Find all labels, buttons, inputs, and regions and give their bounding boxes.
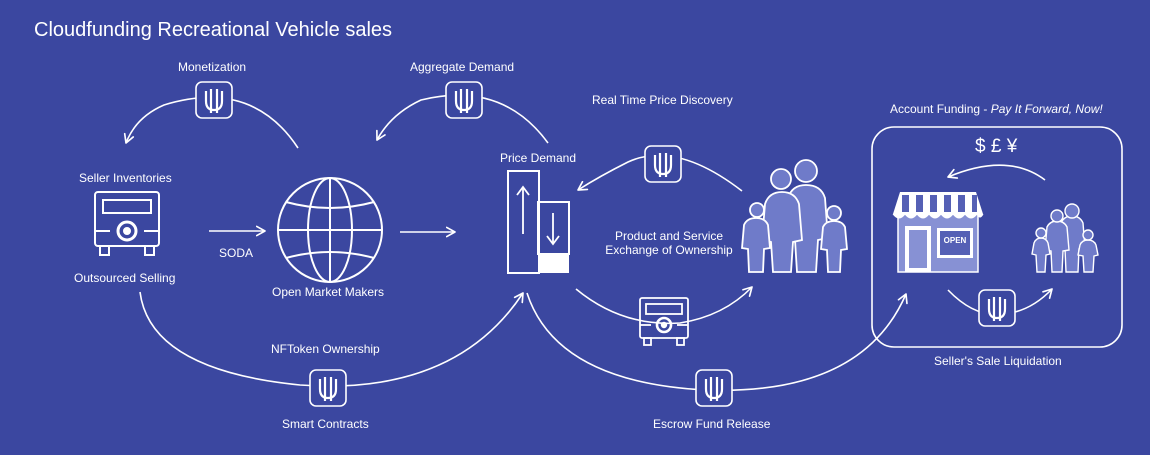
exchange-arrow bbox=[575, 286, 753, 325]
store-open-sign: OPEN bbox=[943, 236, 967, 245]
label-nftoken-ownership: NFToken Ownership bbox=[271, 342, 380, 356]
label-pay-it-forward: Pay It Forward, Now! bbox=[990, 102, 1103, 116]
label-product-service-line2: Exchange of Ownership bbox=[605, 243, 733, 257]
family-child-right bbox=[820, 205, 848, 273]
globe-icon bbox=[277, 177, 383, 283]
price-discovery-arrow bbox=[577, 154, 743, 192]
account-funding-panel bbox=[871, 126, 1123, 348]
label-account-funding-text: Account Funding - bbox=[890, 102, 988, 116]
escrow-token-icon bbox=[694, 368, 734, 408]
vehicle-icon bbox=[94, 191, 160, 256]
account-funding-arrow bbox=[947, 164, 1046, 181]
label-seller-inventories: Seller Inventories bbox=[79, 171, 172, 185]
liquidation-token-icon bbox=[977, 288, 1017, 328]
smart-contracts-arrow bbox=[139, 291, 524, 387]
family-icon bbox=[741, 159, 848, 273]
storefront-icon bbox=[892, 192, 984, 273]
smart-contracts-token-icon bbox=[308, 368, 348, 408]
small-family-icon bbox=[1031, 203, 1099, 273]
label-price-demand: Price Demand bbox=[500, 151, 577, 165]
family-child-left bbox=[741, 202, 771, 273]
exchange-vehicle-icon bbox=[639, 297, 689, 346]
monetization-arrow bbox=[123, 96, 299, 149]
label-escrow-fund-release: Escrow Fund Release bbox=[653, 417, 771, 431]
label-sellers-sale-liquidation: Seller's Sale Liquidation bbox=[934, 354, 1062, 368]
currency-symbols: $ £ ¥ bbox=[975, 136, 1018, 157]
label-soda: SODA bbox=[219, 246, 254, 260]
label-monetization: Monetization bbox=[178, 60, 247, 74]
label-product-service-line1: Product and Service bbox=[614, 229, 724, 243]
family-adult-left bbox=[761, 168, 803, 273]
aggregate-demand-token-icon bbox=[444, 80, 484, 120]
label-account-funding: Account Funding - Pay It Forward, Now! bbox=[890, 102, 1103, 116]
price-discovery-token-icon bbox=[643, 144, 683, 184]
label-outsourced-selling: Outsourced Selling bbox=[74, 271, 176, 285]
page-title: Cloudfunding Recreational Vehicle sales bbox=[34, 19, 393, 41]
label-real-time-price-discovery: Real Time Price Discovery bbox=[592, 93, 733, 107]
label-aggregate-demand: Aggregate Demand bbox=[410, 60, 515, 74]
label-open-market-makers: Open Market Makers bbox=[272, 285, 385, 299]
label-smart-contracts: Smart Contracts bbox=[282, 417, 369, 431]
aggregate-demand-arrow bbox=[376, 94, 549, 144]
label-product-service: Product and Service Exchange of Ownershi… bbox=[602, 229, 736, 257]
price-bars-icon bbox=[507, 170, 570, 274]
monetization-token-icon bbox=[194, 80, 234, 120]
